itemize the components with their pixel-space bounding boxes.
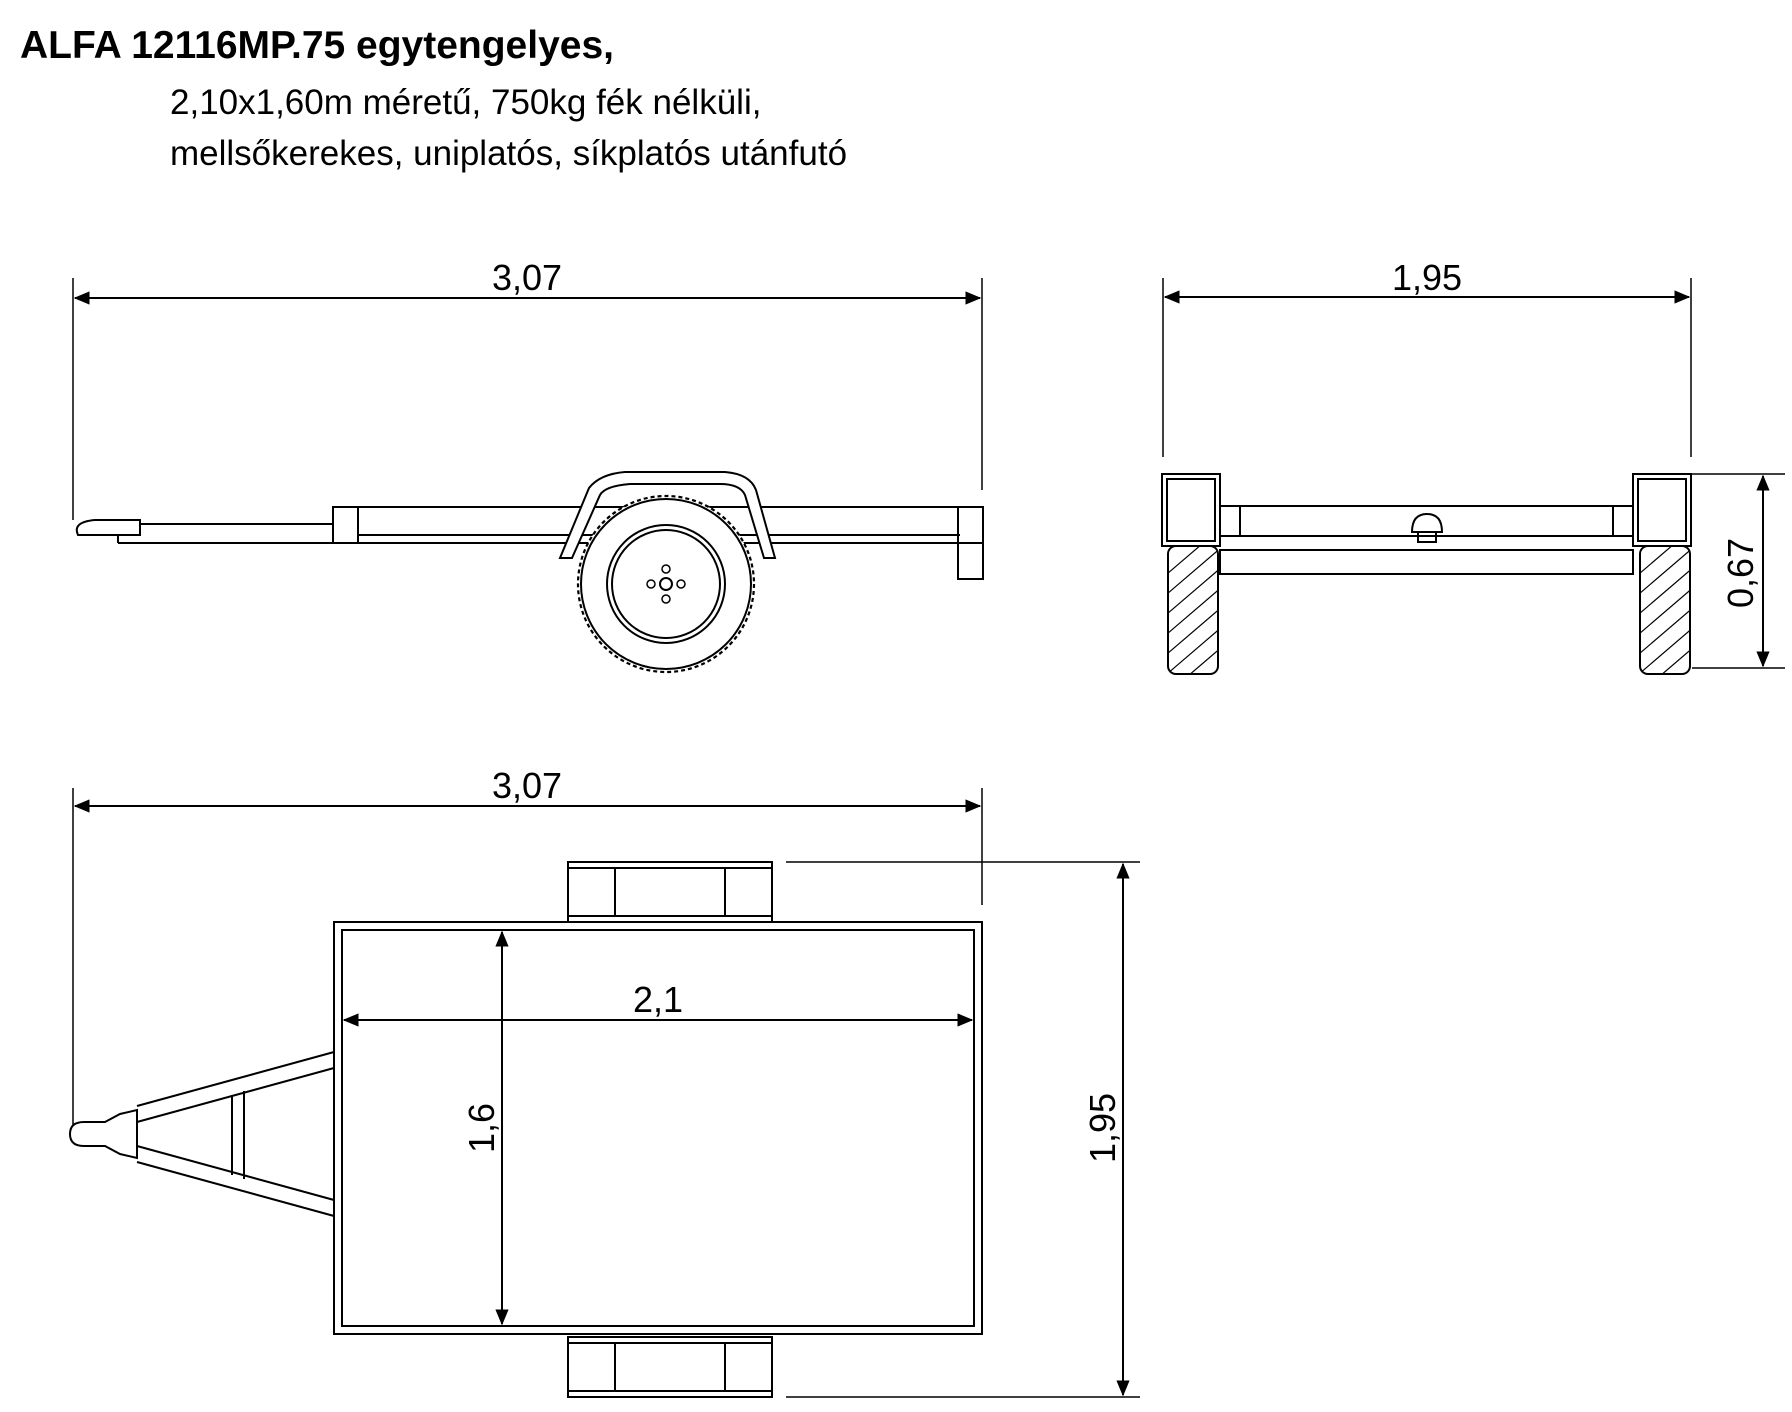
side-coupling-head — [75, 519, 141, 536]
rear-light-dome — [1410, 512, 1444, 533]
rear-view: 1,95 0,67 — [1161, 257, 1785, 675]
top-wheel-upper — [567, 861, 773, 923]
title-line-1: ALFA 12116MP.75 egytengelyes, — [20, 24, 614, 67]
side-wheel — [576, 494, 756, 674]
top-platform — [333, 921, 983, 1335]
top-length-label: 3,07 — [492, 765, 562, 806]
overall-width-label: 1,95 — [1082, 1093, 1123, 1163]
top-view: 3,07 1,95 — [68, 765, 1140, 1398]
rear-tire-right — [1639, 545, 1691, 675]
side-rear-post — [957, 506, 984, 580]
side-drawbar — [75, 519, 333, 544]
title-line-3: mellsőkerekes, uniplatós, síkplatós után… — [170, 134, 847, 173]
top-wheel-lower — [567, 1336, 773, 1398]
top-drawbar — [68, 1051, 335, 1217]
rear-height-label: 0,67 — [1720, 538, 1761, 608]
side-length-label: 3,07 — [492, 257, 562, 298]
title-line-2: 2,10x1,60m méretű, 750kg fék nélküli, — [170, 83, 761, 122]
rear-tire-left — [1167, 545, 1219, 675]
rear-width-label: 1,95 — [1392, 257, 1462, 298]
side-view: 3,07 — [72, 257, 984, 674]
rear-fenders — [1161, 473, 1692, 547]
platform-width-label: 1,6 — [461, 1103, 502, 1153]
rear-frame — [1219, 505, 1634, 575]
side-fender — [558, 471, 777, 559]
title-block: ALFA 12116MP.75 egytengelyes, 2,10x1,60m… — [20, 24, 847, 173]
platform-length-label: 2,1 — [633, 979, 683, 1020]
top-coupling-head — [68, 1108, 138, 1160]
